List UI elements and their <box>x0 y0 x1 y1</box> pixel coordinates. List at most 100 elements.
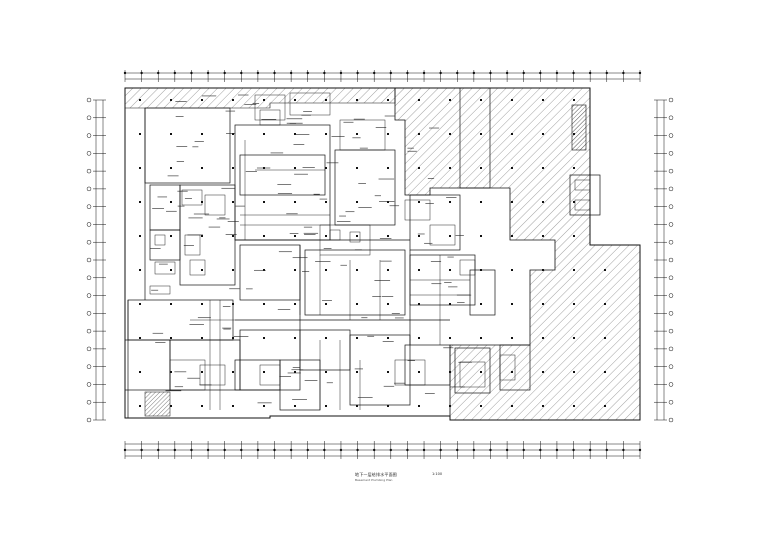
column-mark <box>170 303 172 305</box>
column-mark <box>480 405 482 407</box>
drawing-subtitle: Basement Plumbing Plan <box>355 478 393 482</box>
column-mark <box>387 371 389 373</box>
column-mark <box>139 303 141 305</box>
grid-bubble <box>668 239 674 245</box>
column-mark <box>573 269 575 271</box>
grid-bubble <box>86 133 92 138</box>
column-mark <box>480 201 482 203</box>
hatched-parking-area <box>394 87 641 421</box>
column-mark <box>294 99 296 101</box>
column-mark <box>542 235 544 237</box>
column-mark <box>232 167 234 169</box>
grid-bubble <box>668 293 674 298</box>
column-mark <box>356 99 358 101</box>
column-mark <box>573 303 575 305</box>
grid-bubble <box>668 328 674 334</box>
column-mark <box>294 303 296 305</box>
column-mark <box>170 337 172 339</box>
column-mark <box>356 133 358 135</box>
grid-bubble <box>256 448 260 452</box>
grid-bubble <box>323 448 326 452</box>
grid-bubble <box>86 97 92 103</box>
column-mark <box>356 235 358 237</box>
column-mark <box>201 303 203 305</box>
grid-bubble <box>86 222 92 227</box>
column-mark <box>573 133 575 135</box>
grid-bubble <box>489 71 492 75</box>
column-mark <box>573 167 575 169</box>
column-mark <box>325 201 327 203</box>
column-mark <box>418 269 420 271</box>
drawing-title: 地下一层给排水平面图 <box>355 472 397 477</box>
column-mark <box>449 167 451 169</box>
column-mark <box>449 303 451 305</box>
column-mark <box>139 405 141 407</box>
grid-bubble <box>539 71 542 75</box>
column-mark <box>542 337 544 339</box>
column-mark <box>356 371 358 373</box>
column-mark <box>573 337 575 339</box>
column-mark <box>387 405 389 407</box>
grid-bubble <box>289 71 293 75</box>
grid-bubble <box>173 71 177 75</box>
column-mark <box>418 405 420 407</box>
grid-bubble <box>86 364 92 369</box>
column-mark <box>511 337 513 339</box>
grid-bubble <box>86 328 92 334</box>
column-mark <box>511 201 513 203</box>
column-mark <box>573 235 575 237</box>
grid-bubble <box>668 222 674 227</box>
grid-bubble <box>489 448 492 452</box>
column-mark <box>511 371 513 373</box>
grid-bubble <box>190 448 193 452</box>
column-mark <box>480 303 482 305</box>
column-mark <box>387 303 389 305</box>
column-mark <box>294 167 296 169</box>
column-mark <box>263 235 265 237</box>
grid-bubble <box>86 311 92 316</box>
column-mark <box>573 99 575 101</box>
grid-bubble <box>605 448 608 452</box>
grid-bubble <box>86 293 92 298</box>
grid-bubble <box>86 115 92 121</box>
bottom-grid-ticks <box>123 441 642 459</box>
grid-bubble <box>206 448 210 452</box>
column-mark <box>573 201 575 203</box>
column-mark <box>387 235 389 237</box>
grid-bubble <box>256 71 260 75</box>
column-mark <box>263 201 265 203</box>
grid-bubble <box>372 71 376 75</box>
column-mark <box>325 99 327 101</box>
grid-bubble <box>668 168 674 174</box>
column-mark <box>418 99 420 101</box>
column-mark <box>449 99 451 101</box>
grid-bubble <box>555 448 559 452</box>
grid-bubble <box>622 71 625 75</box>
column-mark <box>170 235 172 237</box>
grid-bubble <box>86 239 92 245</box>
grid-bubble <box>668 311 674 316</box>
column-mark <box>263 337 265 339</box>
column-mark <box>511 269 513 271</box>
column-mark <box>139 167 141 169</box>
grid-bubble <box>588 71 592 75</box>
grid-bubble <box>505 71 509 75</box>
column-mark <box>201 371 203 373</box>
grid-bubble <box>522 71 525 75</box>
column-mark <box>418 371 420 373</box>
grid-bubble <box>356 448 359 452</box>
grid-bubble <box>356 71 359 75</box>
grid-bubble <box>339 448 343 452</box>
column-mark <box>139 99 141 101</box>
column-mark <box>449 235 451 237</box>
grid-bubble <box>389 71 393 75</box>
column-mark <box>449 405 451 407</box>
grid-bubble <box>323 71 326 75</box>
column-mark <box>139 201 141 203</box>
column-mark <box>294 371 296 373</box>
column-mark <box>263 405 265 407</box>
column-mark <box>325 167 327 169</box>
column-mark <box>139 235 141 237</box>
column-mark <box>201 201 203 203</box>
grid-bubble <box>86 275 92 281</box>
